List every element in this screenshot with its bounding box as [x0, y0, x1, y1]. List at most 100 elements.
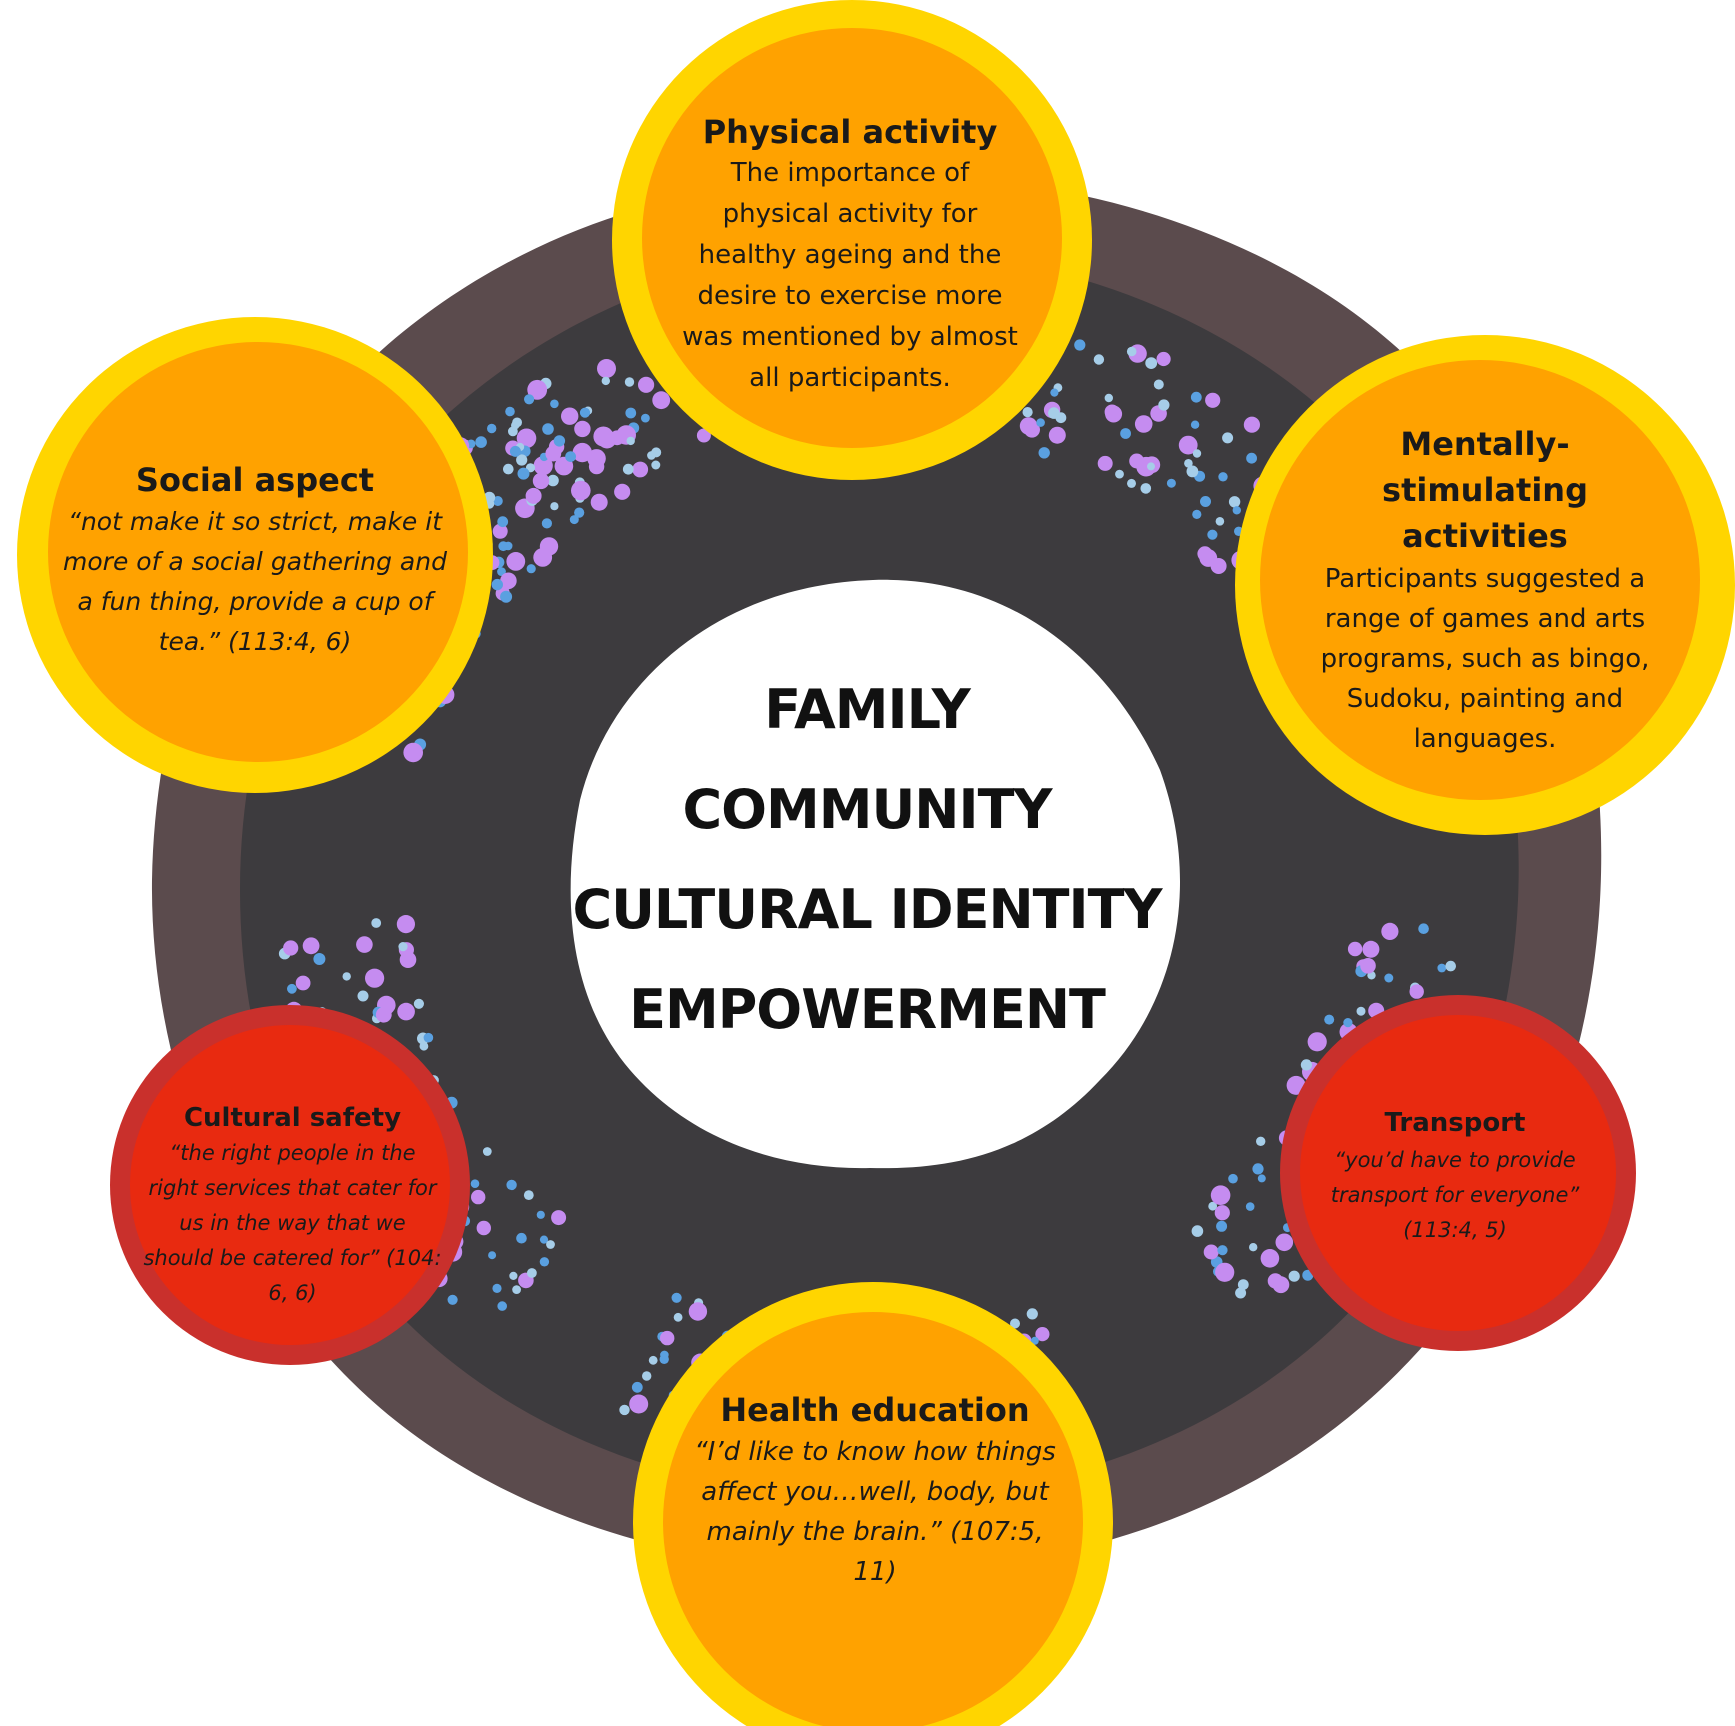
physical-activity-text: The importance of physical activity for …	[682, 158, 1018, 393]
mental-activities-title: Mentally-stimulating activities	[1382, 425, 1588, 555]
ring-dot	[509, 445, 521, 457]
ring-dot	[1191, 1225, 1204, 1237]
ring-dot	[1038, 447, 1050, 459]
ring-dot	[506, 552, 526, 571]
ring-dot	[1237, 1279, 1249, 1290]
ring-dot	[475, 436, 487, 448]
center-line-community: COMMUNITY	[682, 778, 1052, 841]
ring-dot	[523, 1190, 534, 1200]
ring-dot	[357, 990, 369, 1002]
ring-dot	[1208, 1201, 1218, 1211]
ring-dot	[375, 1006, 392, 1023]
ring-dot	[651, 460, 661, 470]
ring-dot	[1097, 455, 1113, 471]
ring-dot	[1347, 941, 1363, 957]
node-mental-activities: Mentally-stimulating activities Particip…	[1300, 425, 1670, 754]
ring-dot	[574, 420, 591, 438]
ring-dot	[551, 1210, 567, 1226]
center-line-cultural-identity: CULTURAL IDENTITY	[572, 878, 1162, 941]
social-aspect-circle-fill	[48, 342, 468, 762]
ring-dot	[625, 407, 637, 419]
mental-activities-text: Participants suggested a range of games …	[1320, 564, 1650, 754]
ring-dot	[1026, 1308, 1038, 1320]
node-cultural-safety: Cultural safety “the right people in the…	[140, 1090, 445, 1320]
node-health-education: Health education “I’d like to know how t…	[685, 1391, 1065, 1587]
ring-dot	[1257, 1174, 1266, 1183]
ring-dot	[396, 915, 415, 934]
ring-dot	[1104, 404, 1120, 420]
ring-dot	[1205, 392, 1221, 408]
ring-dot	[1267, 1273, 1284, 1289]
ring-dot	[1356, 1006, 1366, 1016]
ring-dot	[497, 516, 509, 528]
physical-activity-title: Physical activity	[702, 113, 998, 151]
ring-dot	[1222, 432, 1234, 444]
ring-dot	[565, 451, 576, 462]
ring-dot	[671, 1292, 682, 1303]
ring-dot	[1214, 1205, 1230, 1221]
ring-dot	[659, 1354, 669, 1365]
ring-dot	[1184, 459, 1193, 468]
ring-dot	[588, 458, 605, 475]
ring-dot	[397, 1002, 415, 1021]
ring-dot	[511, 421, 520, 430]
ring-dot	[1200, 496, 1211, 507]
ring-dot	[1235, 1287, 1247, 1299]
ring-dot	[1036, 418, 1045, 427]
ring-dot	[1055, 412, 1067, 424]
ring-dot	[365, 968, 385, 988]
ring-dot	[492, 523, 508, 539]
ring-dot	[1215, 1262, 1235, 1282]
ring-dot	[1249, 1243, 1258, 1252]
social-aspect-title: Social aspect	[135, 461, 375, 499]
ring-dot	[641, 413, 650, 423]
ring-dot	[648, 1355, 658, 1365]
ring-dot	[492, 496, 503, 506]
ring-dot	[619, 1404, 630, 1416]
ring-dot	[1252, 1163, 1264, 1175]
ring-dot	[1343, 1018, 1353, 1028]
ring-dot	[1178, 435, 1198, 455]
ring-dot	[517, 467, 530, 480]
ring-dot	[1074, 339, 1086, 351]
physical-activity-circle-fill	[642, 28, 1062, 448]
ring-dot	[476, 1220, 491, 1236]
ring-dot	[1384, 973, 1394, 983]
ring-dot	[597, 359, 616, 378]
ring-dot	[1190, 420, 1200, 429]
ring-dot	[1199, 549, 1218, 567]
ring-dot	[302, 937, 320, 955]
ring-dot	[1245, 1202, 1255, 1211]
ring-dot	[313, 953, 326, 965]
ring-dot	[512, 1285, 521, 1294]
ring-dot	[1048, 426, 1066, 444]
ring-dot	[527, 379, 548, 400]
center-circle	[570, 579, 1180, 1169]
ring-dot	[1216, 1220, 1228, 1232]
center-values: FAMILY COMMUNITY CULTURAL IDENTITY EMPOW…	[567, 640, 1167, 1080]
transport-quote: “you’d have to provide transport for eve…	[1330, 1147, 1580, 1242]
ring-dot	[547, 474, 559, 487]
center-line-family: FAMILY	[764, 678, 970, 741]
ring-dot	[1192, 509, 1202, 519]
ring-dot	[572, 442, 592, 463]
ring-dot	[1243, 416, 1260, 433]
ring-dot	[542, 423, 554, 435]
ring-dot	[1093, 354, 1105, 365]
ring-dot	[1203, 1244, 1219, 1260]
ring-dot	[696, 428, 711, 443]
ring-dot	[1418, 923, 1429, 934]
ring-dot	[553, 435, 566, 447]
ring-dot	[500, 572, 517, 590]
ring-dot	[1228, 1173, 1238, 1184]
ring-dot	[638, 376, 655, 393]
ring-dot	[533, 456, 553, 476]
ring-dot	[601, 376, 610, 386]
ring-dot	[550, 399, 559, 409]
ring-dot	[1324, 1014, 1335, 1025]
transport-title: Transport	[1384, 1107, 1526, 1138]
ring-dot	[516, 454, 528, 466]
ring-dot	[622, 463, 634, 475]
ring-dot	[1300, 1059, 1312, 1071]
ring-dot	[1228, 496, 1241, 508]
